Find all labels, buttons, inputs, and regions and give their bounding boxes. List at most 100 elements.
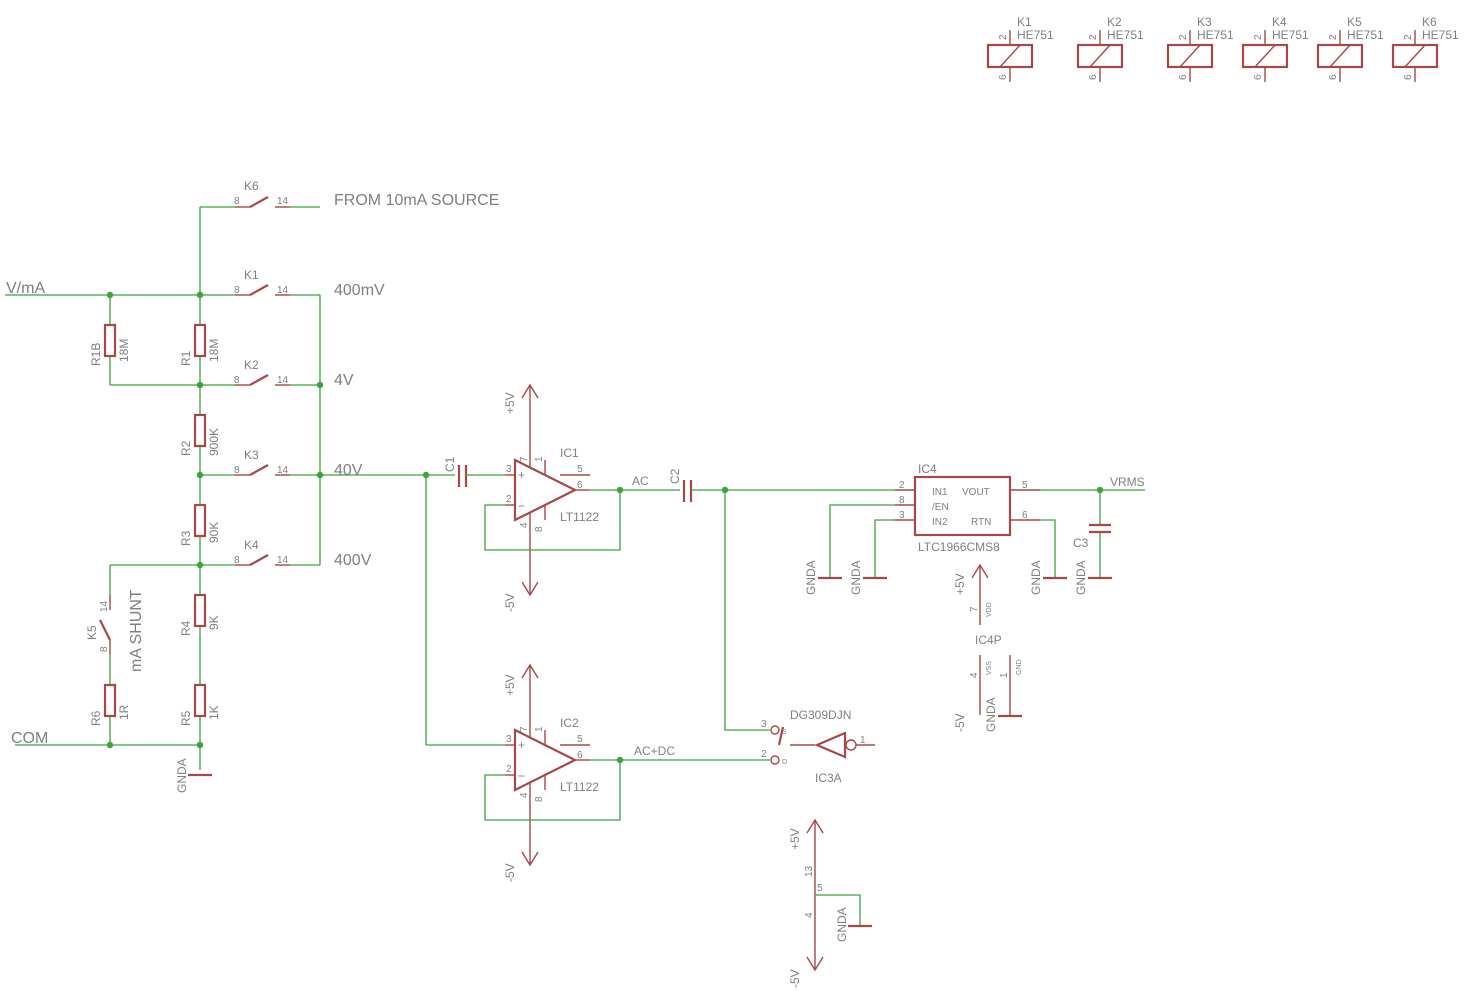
supply-plus-5v: +5V [788, 828, 802, 850]
pin-14: 14 [277, 465, 289, 476]
pin-name-in1: IN1 [932, 487, 948, 498]
ground-label: GNDA [835, 907, 849, 942]
c2-wires [691, 489, 895, 731]
opamp-ref: IC2 [560, 716, 579, 730]
net-label-acdc: AC+DC [634, 744, 675, 758]
pin-6: 6 [1253, 74, 1264, 80]
net-label-from-10ma: FROM 10mA SOURCE [334, 192, 499, 209]
relay-ref: K5 [1347, 15, 1362, 29]
pin-name-vout: VOUT [962, 487, 990, 498]
opamp-plus: + [518, 468, 525, 482]
resistor-ref: R1B [89, 343, 103, 366]
pin-4: 4 [804, 912, 815, 918]
pin-14: 14 [277, 555, 289, 566]
relay-ref: K6 [1422, 15, 1437, 29]
resistor-r5: R5 1K [179, 683, 221, 726]
pin-2: 2 [1328, 34, 1339, 40]
supply-minus-5v: -5V [503, 593, 517, 612]
supply-minus-5v: -5V [788, 969, 802, 988]
pin-5: 5 [577, 464, 583, 475]
pin-4: 4 [519, 522, 530, 528]
pin-3: 3 [761, 719, 767, 730]
capacitor-ref: C2 [668, 468, 682, 484]
ground-label: GNDA [984, 697, 998, 732]
pin-2: 2 [506, 764, 512, 775]
pin-6: 6 [1022, 510, 1028, 521]
resistor-r3: R3 90K [179, 503, 221, 546]
pin-1: 1 [860, 735, 866, 746]
rms-converter-ic4: IC4 LTC1966CMS8 IN1 /EN IN2 VOUT RTN 2 8… [895, 462, 1040, 554]
switch-ref: K3 [244, 448, 259, 462]
ground-label: GNDA [804, 560, 818, 595]
pin-2: 2 [899, 480, 905, 491]
opamp-part: LT1122 [560, 510, 599, 524]
pin-8: 8 [234, 375, 240, 386]
pin-8: 8 [234, 555, 240, 566]
pin-3: 3 [899, 510, 905, 521]
divider-wires [5, 206, 505, 770]
pin-name-in2: IN2 [932, 517, 948, 528]
ic3-power: 13 5 4 +5V -5V GNDA [788, 818, 872, 988]
resistor-r6: R6 1R [89, 683, 131, 726]
pin-6: 6 [998, 74, 1009, 80]
pin-2: 2 [1088, 34, 1099, 40]
net-label-40v: 40V [334, 462, 363, 479]
pin-14: 14 [277, 375, 289, 386]
switch-k5: K5 14 8 [85, 595, 111, 655]
ic4-power: +5V -5V IC4P 7 VDD 4 VSS 1 GND GNDA [953, 563, 1023, 732]
opamp-ic2: IC2 LT1122 + − 3 2 6 5 7 1 4 8 +5V -5V [503, 663, 599, 882]
switch-ref: K1 [244, 268, 259, 282]
pin-6: 6 [577, 750, 583, 761]
switch-k4: K4 8 14 [234, 538, 290, 566]
ic-part: LTC1966CMS8 [918, 540, 1000, 554]
pin-5: 5 [577, 734, 583, 745]
pin-2: 2 [1253, 34, 1264, 40]
switch-part: DG309DJN [790, 708, 851, 722]
supply-minus-5v: -5V [503, 863, 517, 882]
opamp-minus: − [518, 769, 525, 783]
pin-2: 2 [1178, 34, 1189, 40]
relay-ref: K2 [1107, 15, 1122, 29]
ground-label: GNDA [849, 560, 863, 595]
resistor-ref: R4 [179, 620, 193, 636]
relay-coil-k6: K6 HE751 2 6 [1391, 15, 1459, 82]
supply-plus-5v: +5V [503, 392, 517, 414]
pin-5: 5 [1022, 480, 1028, 491]
pin-1: 1 [999, 672, 1010, 678]
capacitor-c2: C2 [668, 468, 693, 502]
resistor-value: 1K [207, 705, 221, 720]
switch-ref: K6 [244, 179, 259, 193]
ic-ref: IC4 [918, 462, 937, 476]
pin-3: 3 [506, 464, 512, 475]
ground-label: GNDA [1029, 560, 1043, 595]
pin-5: 5 [817, 883, 823, 894]
pin-d: D [782, 759, 787, 766]
relay-coil-k4: K4 HE751 2 6 [1241, 15, 1309, 82]
switch-k3: K3 8 14 [234, 448, 290, 476]
switch-k1: K1 8 14 [234, 268, 290, 296]
relay-part: HE751 [1272, 28, 1309, 42]
relay-ref: K4 [1272, 15, 1287, 29]
switch-k6: K6 8 14 [234, 179, 290, 208]
pin-8: 8 [899, 495, 905, 506]
switch-k2: K2 8 14 [234, 358, 290, 386]
resistor-value: 18M [207, 339, 221, 362]
supply-plus-5v: +5V [953, 573, 967, 595]
pin-6: 6 [1403, 74, 1414, 80]
pin-8: 8 [234, 196, 240, 207]
pin-13: 13 [804, 865, 815, 877]
pin-6: 6 [577, 480, 583, 491]
capacitor-c3: C3 [1073, 523, 1111, 550]
relay-coil-k2: K2 HE751 2 6 [1076, 15, 1144, 82]
capacitor-ref: C3 [1073, 536, 1089, 550]
opamp-ic1: IC1 LT1122 + − 3 2 6 5 7 1 4 8 +5V -5V [503, 383, 599, 612]
resistor-value: 900K [207, 428, 221, 456]
resistor-ref: R2 [179, 440, 193, 456]
pin-8: 8 [234, 285, 240, 296]
pin-8: 8 [99, 646, 110, 652]
pin-4: 4 [969, 672, 980, 678]
relay-part: HE751 [1347, 28, 1384, 42]
pin-14: 14 [277, 196, 289, 207]
junction-dots [106, 291, 1104, 764]
pin-6: 6 [1328, 74, 1339, 80]
